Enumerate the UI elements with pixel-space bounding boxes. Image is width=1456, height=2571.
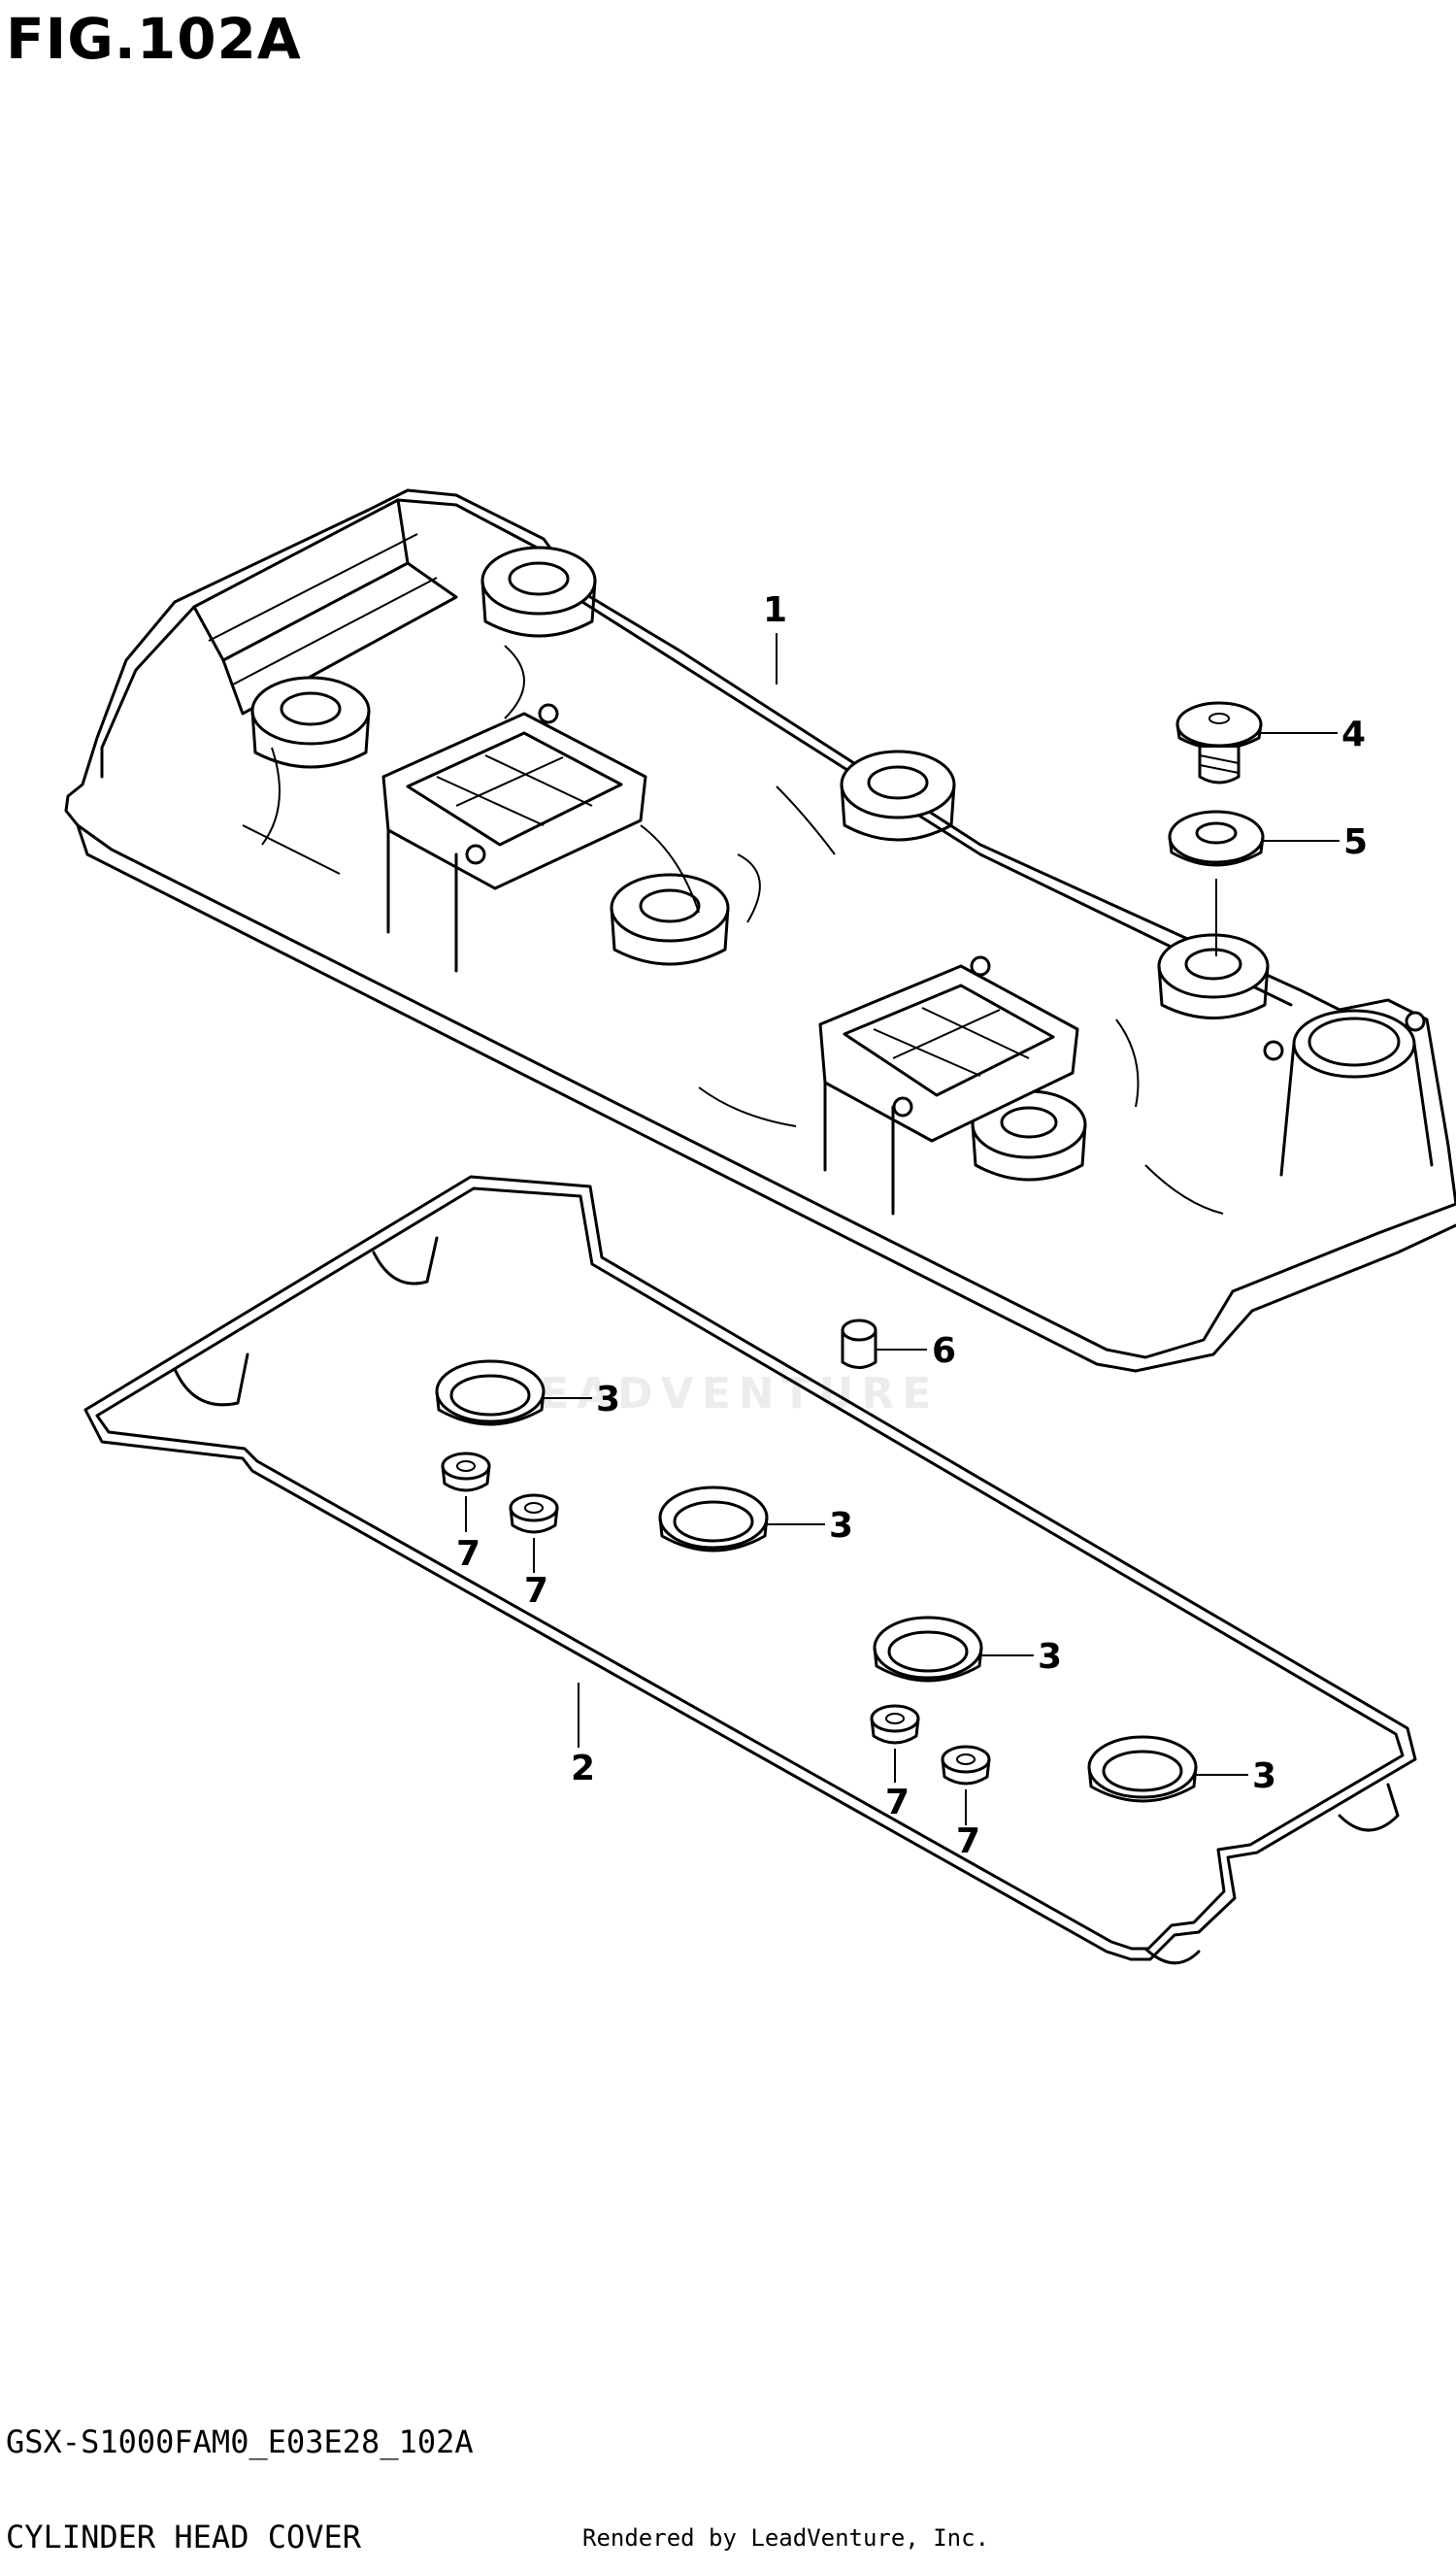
callout-3d: 3: [1252, 1756, 1276, 1796]
callout-7d: 7: [956, 1821, 980, 1861]
callout-7a: 7: [456, 1534, 480, 1574]
plug-hole-gasket-1[interactable]: [435, 1359, 546, 1426]
bolt-drawing[interactable]: [1175, 701, 1263, 785]
model-code: GSX-S1000FAM0_E03E28_102A: [6, 2423, 474, 2460]
callout-5: 5: [1343, 822, 1368, 862]
cylinder-head-cover-drawing[interactable]: [64, 488, 1456, 1373]
callout-3b: 3: [829, 1506, 853, 1546]
callout-4: 4: [1341, 715, 1366, 754]
callout-7c: 7: [885, 1783, 910, 1822]
grommet-1[interactable]: [441, 1452, 491, 1492]
watermark-text: LEADVENTURE: [505, 1369, 940, 1419]
bolt-seal-washer-drawing[interactable]: [1168, 810, 1265, 867]
callout-3c: 3: [1038, 1637, 1062, 1677]
plug-hole-gasket-2[interactable]: [658, 1486, 769, 1553]
callout-1: 1: [763, 590, 787, 630]
callout-7b: 7: [524, 1571, 548, 1611]
head-cover-gasket-drawing[interactable]: [83, 1175, 1417, 1965]
section-name: CYLINDER HEAD COVER: [6, 2519, 362, 2555]
callout-6: 6: [932, 1331, 956, 1371]
grommet-3[interactable]: [870, 1704, 920, 1745]
rendered-by-credit: Rendered by LeadVenture, Inc.: [582, 2524, 990, 2552]
grommet-2[interactable]: [509, 1493, 559, 1534]
plug-hole-gasket-3[interactable]: [873, 1616, 983, 1683]
grommet-4[interactable]: [941, 1745, 991, 1786]
dowel-pin-drawing[interactable]: [841, 1319, 877, 1369]
figure-title: FIG.102A: [6, 6, 302, 72]
callout-3a: 3: [596, 1380, 620, 1419]
plug-hole-gasket-4[interactable]: [1087, 1735, 1198, 1803]
callout-2: 2: [571, 1749, 595, 1788]
